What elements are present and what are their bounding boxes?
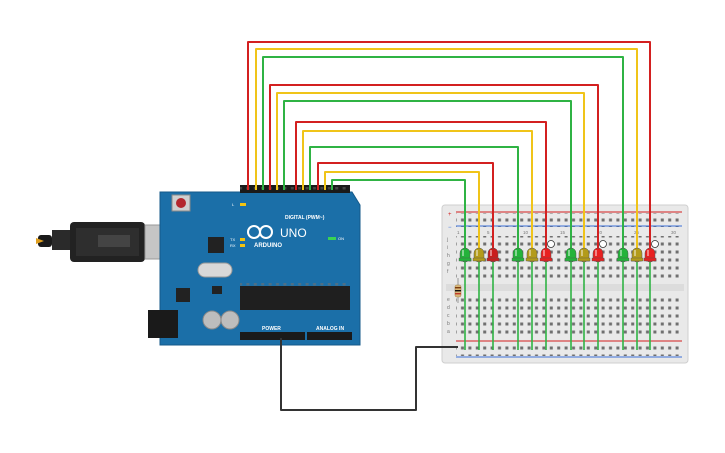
wire-pin12-yellow[interactable]: [255, 48, 638, 250]
led-leads: [464, 262, 651, 350]
column-number: 20: [597, 230, 603, 235]
column-number: 1: [457, 230, 460, 235]
row-letter: f: [447, 269, 449, 275]
led-red[interactable]: [643, 247, 657, 263]
column-number: 30: [671, 230, 677, 235]
regulator: [176, 288, 190, 302]
row-letter: a: [447, 329, 450, 335]
wire-pin7-red[interactable]: [295, 121, 547, 250]
tx-label: TX: [230, 237, 235, 242]
led-l-label: L: [232, 202, 235, 207]
wire-gnd-black[interactable]: [280, 338, 458, 411]
wire-pin5-green[interactable]: [309, 146, 519, 250]
wire-pin6-yellow[interactable]: [302, 130, 533, 250]
column-number: 10: [523, 230, 529, 235]
usb-symbol-icon: [98, 235, 130, 247]
wire-pin4-red[interactable]: [317, 162, 494, 250]
warning-icon[interactable]: [651, 240, 659, 248]
row-letter: b: [447, 321, 450, 327]
center-channel: [446, 284, 684, 291]
on-label: ON: [338, 236, 344, 241]
usb-chip: [208, 237, 224, 253]
row-letter: h: [447, 253, 450, 259]
led-red[interactable]: [486, 247, 500, 263]
wire-pin9-yellow[interactable]: [276, 92, 585, 250]
wire-pin11-green[interactable]: [262, 56, 624, 250]
reset-button[interactable]: [171, 194, 191, 212]
rx-label: RX: [230, 243, 236, 248]
led-red[interactable]: [539, 247, 553, 263]
wire-pin8-green[interactable]: [283, 100, 572, 250]
led-l-indicator: [240, 203, 246, 206]
led-group: [458, 247, 657, 263]
brand-text: ARDUINO: [254, 243, 282, 249]
wire-pin10-red[interactable]: [269, 84, 599, 250]
row-letters: j i h g f e d c b a: [446, 237, 450, 335]
led-green[interactable]: [564, 247, 578, 263]
row-letter: c: [447, 313, 450, 319]
model-text: UNO: [280, 226, 307, 240]
power-header[interactable]: [240, 332, 305, 340]
bottom-terminal-holes[interactable]: [456, 296, 680, 338]
rail-minus-symbol: −: [448, 225, 452, 231]
rail-plus-symbol: +: [448, 212, 452, 218]
power-label: POWER: [262, 326, 281, 332]
top-rail-holes[interactable]: [456, 213, 680, 227]
crystal: [197, 262, 233, 278]
led-yellow[interactable]: [525, 247, 539, 263]
led-red[interactable]: [591, 247, 605, 263]
bottom-rail-holes[interactable]: [456, 342, 680, 356]
analog-label: ANALOG IN: [316, 326, 344, 332]
warning-icon[interactable]: [599, 240, 607, 248]
led-yellow[interactable]: [472, 247, 486, 263]
wire-pin3-yellow[interactable]: [324, 171, 480, 250]
column-number: 5: [487, 230, 490, 235]
wires: [247, 41, 651, 411]
on-led: [328, 237, 336, 240]
analog-header[interactable]: [307, 332, 352, 340]
led-green[interactable]: [616, 247, 630, 263]
led-yellow[interactable]: [577, 247, 591, 263]
usb-cable[interactable]: [36, 222, 171, 262]
row-letter: g: [447, 261, 450, 267]
warning-indicators: [547, 240, 659, 248]
row-letter: j: [446, 237, 448, 243]
arduino-logo: [247, 225, 273, 239]
row-letter: i: [447, 245, 448, 251]
atmega-chip: [240, 286, 350, 310]
wire-pin2-green[interactable]: [331, 179, 466, 250]
row-letter: e: [447, 297, 450, 303]
warning-icon[interactable]: [547, 240, 555, 248]
arduino-uno-board[interactable]: L TX RX ON ARDUINO UNO DIGITAL (PWM~) PO…: [36, 185, 361, 346]
resistor[interactable]: [454, 278, 462, 303]
capacitor: [202, 310, 222, 330]
row-letter: d: [447, 305, 450, 311]
led-green[interactable]: [458, 247, 472, 263]
led-green[interactable]: [511, 247, 525, 263]
led-yellow[interactable]: [630, 247, 644, 263]
digital-label: DIGITAL (PWM~): [285, 215, 325, 221]
capacitor: [220, 310, 240, 330]
column-number: 15: [560, 230, 566, 235]
wire-pin13-red[interactable]: [247, 41, 651, 250]
power-jack[interactable]: [148, 310, 178, 338]
